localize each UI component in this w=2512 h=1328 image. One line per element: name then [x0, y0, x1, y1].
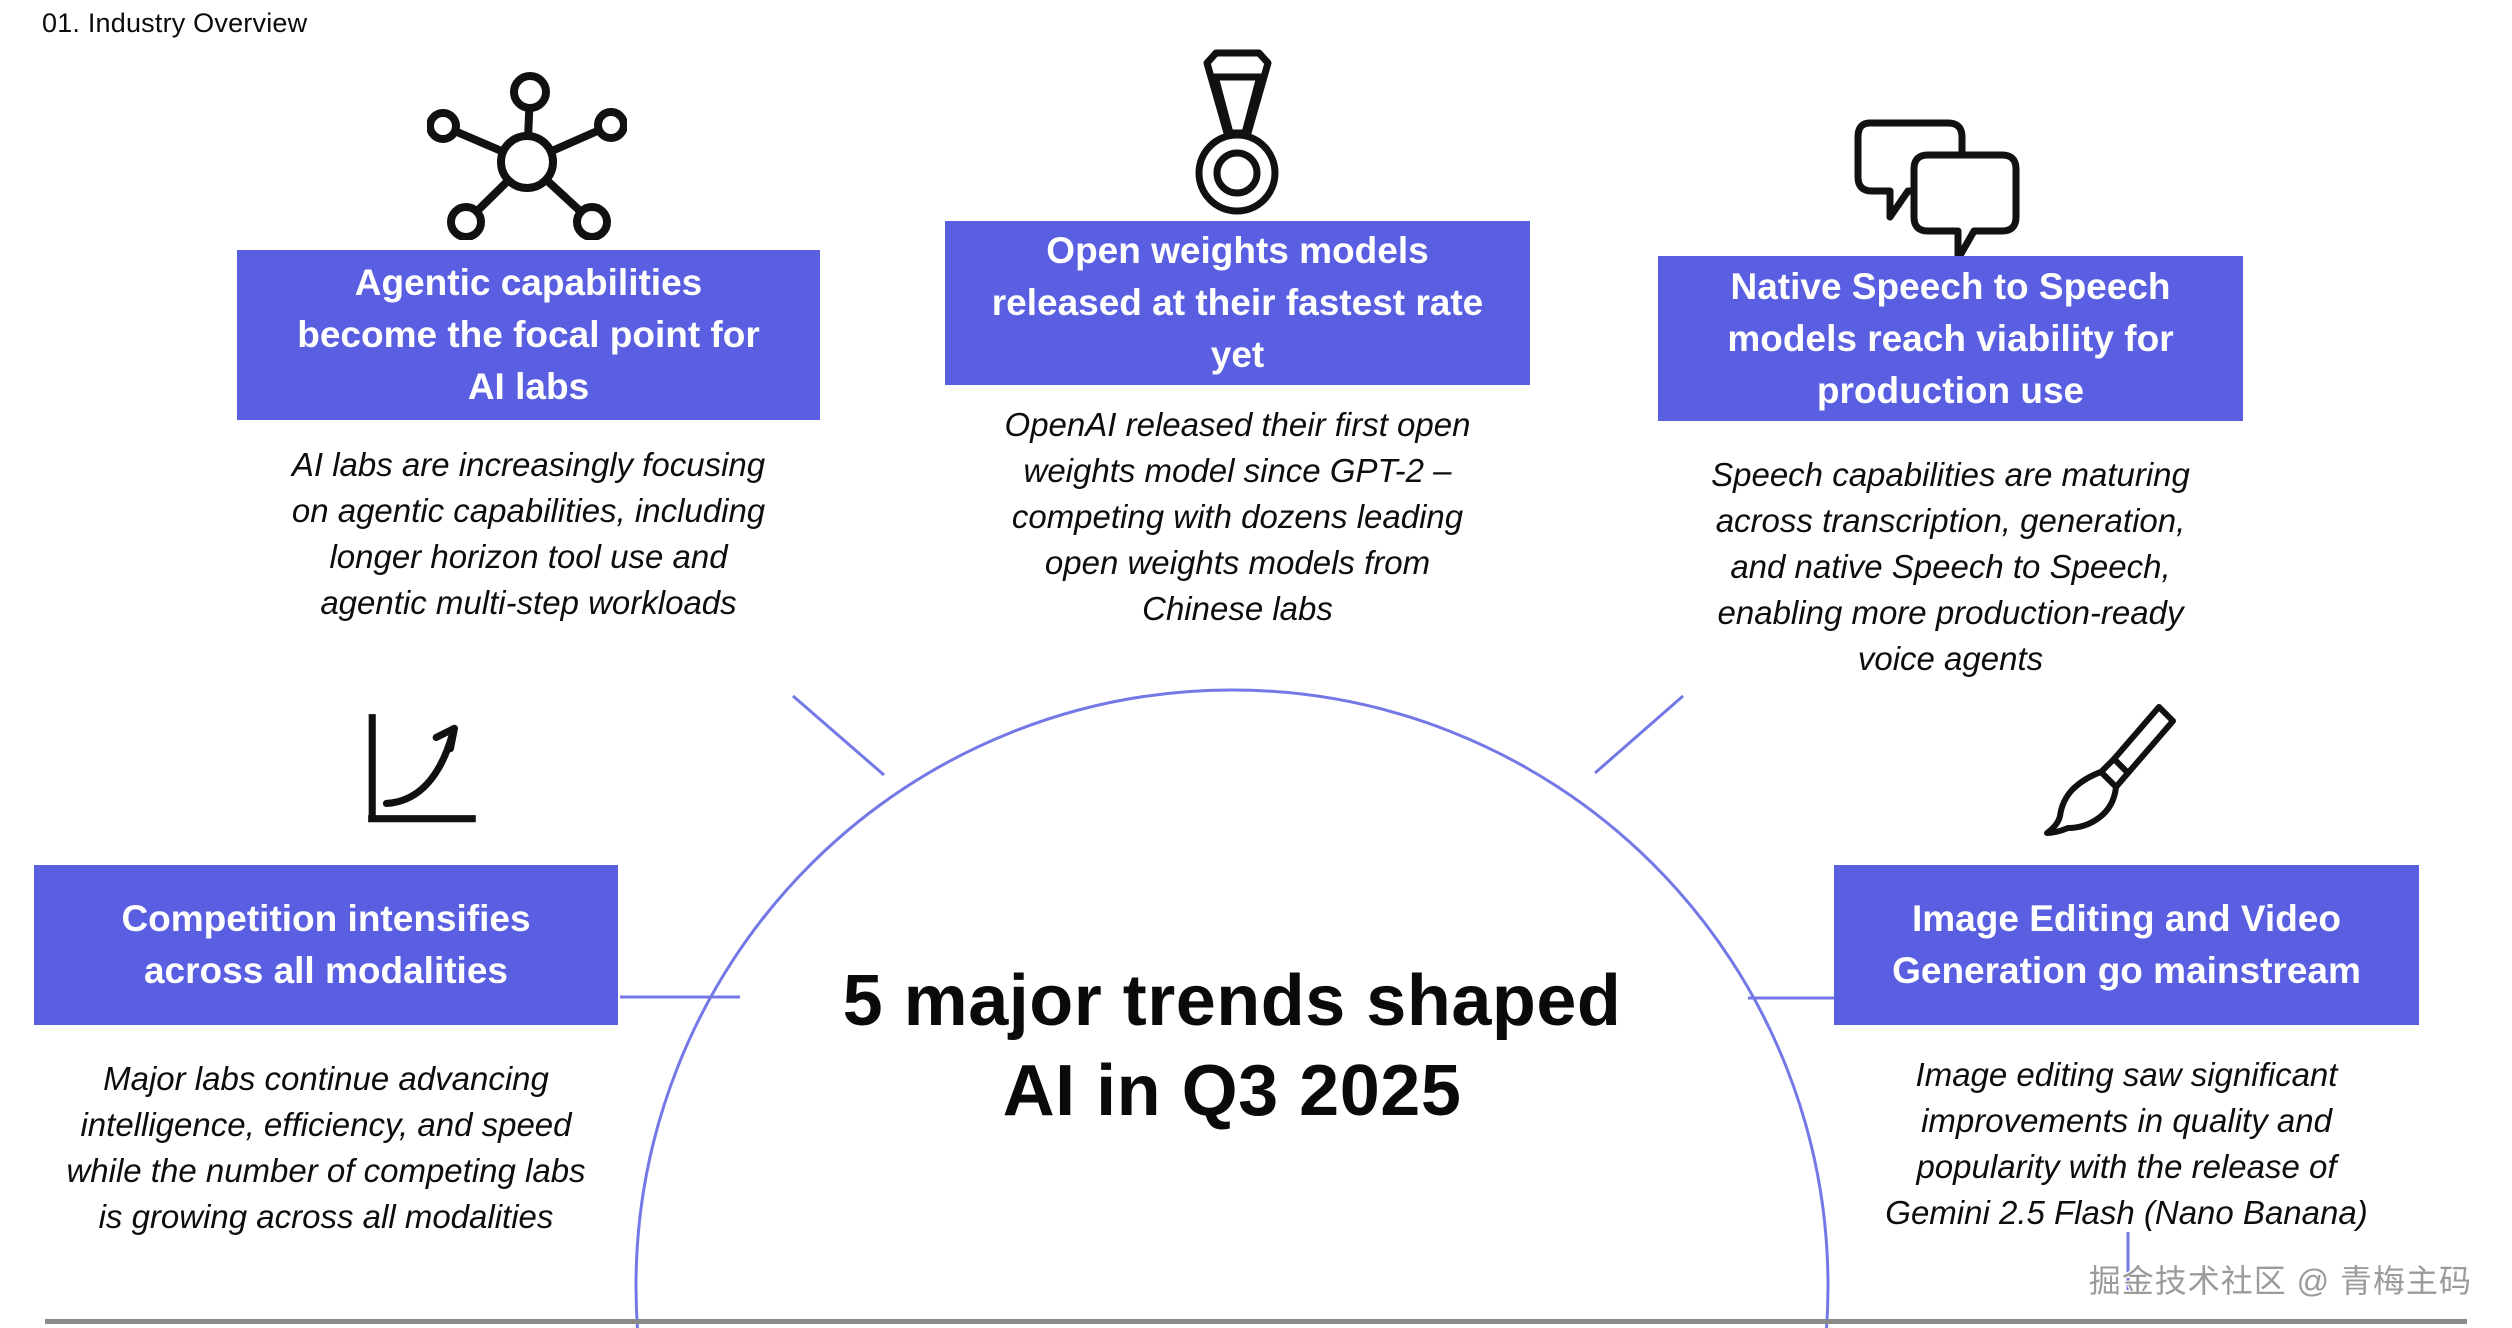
bottom-rule	[45, 1319, 2467, 1324]
chat-bubbles-icon	[1852, 116, 2022, 266]
trend-title-line: Competition intensifies	[121, 898, 531, 939]
trend-description-image-video: Image editing saw significant improvemen…	[1885, 1056, 2368, 1231]
connector-top-right	[1594, 694, 1684, 775]
trend-title-line: production use	[1816, 369, 2085, 411]
connector-top-left	[792, 694, 885, 777]
trend-title-line: across all modalities	[143, 950, 508, 991]
trend-description-open-weights: OpenAI released their first open weights…	[1004, 406, 1471, 627]
network-icon	[427, 72, 627, 240]
central-title: 5 major trends shaped AI in Q3 2025	[770, 956, 1694, 1136]
trend-title-open-weights: Open weights models released at their fa…	[945, 221, 1530, 385]
trend-title-line: Open weights models	[1046, 230, 1429, 271]
central-title-line: AI in Q3 2025	[1002, 1051, 1462, 1131]
watermark: 掘金技术社区 @ 青梅主码	[2088, 1263, 2472, 1299]
central-title-line: 5 major trends shaped	[842, 961, 1622, 1041]
medal-icon	[1180, 46, 1295, 220]
trend-title-image-video: Image Editing and Video Generation go ma…	[1834, 865, 2419, 1025]
trend-description-competition: Major labs continue advancing intelligen…	[66, 1060, 586, 1235]
trend-title-agentic: Agentic capabilities become the focal po…	[237, 250, 820, 420]
trend-title-competition: Competition intensifies across all modal…	[34, 865, 618, 1025]
trend-title-line: Native Speech to Speech	[1730, 265, 2171, 307]
trend-title-line: AI labs	[467, 366, 590, 407]
trend-title-line: become the focal point for	[297, 314, 760, 355]
trend-title-line: yet	[1210, 334, 1265, 375]
trend-title-line: Agentic capabilities	[354, 262, 703, 303]
paintbrush-icon	[2038, 702, 2178, 842]
trend-title-speech: Native Speech to Speech models reach via…	[1658, 256, 2243, 421]
trend-title-line: Image Editing and Video	[1912, 898, 2341, 939]
trend-description-agentic: AI labs are increasingly focusing on age…	[291, 446, 766, 621]
growth-chart-icon	[358, 710, 490, 834]
trend-description-speech: Speech capabilities are maturing across …	[1711, 456, 2190, 677]
trend-title-line: released at their fastest rate	[991, 282, 1484, 323]
section-label: 01. Industry Overview	[42, 8, 308, 38]
trend-title-line: models reach viability for	[1727, 317, 2174, 359]
trend-title-line: Generation go mainstream	[1892, 950, 2361, 991]
